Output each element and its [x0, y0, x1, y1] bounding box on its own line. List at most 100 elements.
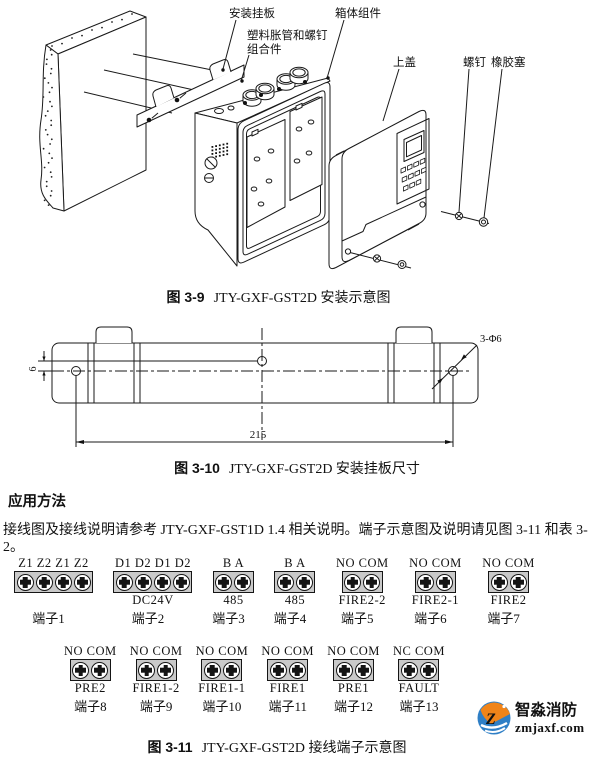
figure-39-number: 图 3-9	[166, 289, 205, 305]
figure-310-number: 图 3-10	[174, 460, 220, 476]
box-assembly	[194, 66, 331, 267]
terminal-pin-labels: B A	[222, 556, 245, 570]
wall	[39, 10, 147, 212]
terminal-function-label: FAULT	[398, 681, 440, 695]
terminal-pin-labels: NO COM	[409, 556, 462, 570]
terminal-pin-labels: NO COM	[64, 644, 117, 658]
screw-head-icon	[509, 573, 527, 591]
terminal-function-label	[52, 594, 56, 607]
terminal-pin-labels: Z1 Z2 Z1 Z2	[18, 556, 89, 570]
screw-cross-v	[122, 576, 127, 588]
dim-width-215: 215	[75, 376, 454, 447]
plate-outline	[51, 326, 479, 404]
label-box: 箱体组件	[335, 6, 381, 20]
label-rubber-plug: 橡胶塞	[491, 55, 526, 69]
terminal-screw-strip	[113, 571, 193, 593]
screw-head-icon	[335, 661, 353, 679]
terminal-function-label: DC24V	[132, 593, 174, 607]
screw-head-icon	[419, 661, 437, 679]
lcd-display	[403, 130, 425, 162]
terminal-screw-strip	[333, 659, 375, 681]
screw-cross-v	[426, 664, 431, 676]
screw-head-icon	[157, 661, 175, 679]
terminal-pin-labels: NC COM	[392, 644, 445, 658]
screw-cross-v	[369, 576, 375, 588]
screw-head-icon	[73, 573, 91, 591]
terminal-number: 端子5	[341, 611, 374, 626]
terminal-pin-labels: NO COM	[195, 644, 249, 658]
screw-head-icon	[276, 573, 294, 591]
screw-cross-v	[221, 576, 227, 588]
terminal-number: 端子2	[131, 611, 165, 626]
screw-cross-v	[360, 664, 366, 676]
terminal-number: 端子11	[268, 699, 307, 714]
inner-panel-right	[289, 96, 323, 201]
watermark-logo: Z 智淼消防 zmjaxf.com	[477, 700, 584, 735]
screw-cross-v	[79, 576, 85, 588]
terminal-number: 端子6	[414, 611, 447, 626]
center-lines	[52, 328, 471, 440]
part-labels: 安装挂板 塑料胀管和螺钉 组合件 箱体组件 上盖 螺钉 橡胶塞	[221, 6, 526, 219]
terminal-pin-labels: B A	[284, 556, 306, 570]
svg-text:Z: Z	[485, 711, 496, 728]
terminal-function-label: PRE1	[337, 681, 370, 695]
terminal-number: 端子8	[74, 699, 107, 714]
screw-head-icon	[72, 661, 90, 679]
speaker-grille	[211, 142, 229, 159]
logo-icon: Z	[477, 701, 511, 735]
screw-head-icon	[400, 661, 418, 679]
terminal-screw-strip	[69, 659, 111, 681]
terminal-pin-labels: NO COM	[327, 644, 380, 658]
screw-head-icon	[35, 573, 53, 591]
terminal-number: 端子13	[399, 699, 439, 714]
screw-head-icon	[288, 661, 306, 679]
screw-cross-v	[60, 576, 66, 588]
screw-cross-v	[407, 664, 412, 676]
terminal-screw-strip	[14, 571, 93, 593]
label-screw: 螺钉	[463, 56, 486, 69]
screw-cross-v	[350, 576, 356, 588]
terminal-block: NO COM PRE1 端子12	[327, 644, 380, 715]
screw-cross-v	[97, 664, 103, 676]
terminal-number: 端子12	[334, 699, 374, 714]
terminal-pin-labels: D1 D2 D1 D2	[114, 556, 191, 570]
section-heading: 应用方法	[8, 494, 66, 510]
terminal-number: 端子7	[487, 611, 520, 626]
logo-brand: 智淼消防	[515, 700, 578, 719]
terminal-screw-strip	[212, 571, 254, 593]
screw-cross-v	[423, 576, 429, 588]
screw-head-icon	[153, 573, 171, 591]
screw-head-icon	[363, 573, 381, 591]
cable-glands	[242, 66, 309, 107]
screw-cross-v	[78, 664, 84, 676]
right-screw-assembly	[440, 211, 490, 227]
terminal-function-label: 485	[223, 593, 244, 607]
screw-cross-v	[341, 664, 347, 676]
screw-cross-v	[229, 664, 234, 676]
dim-offset-6: 6	[28, 351, 57, 381]
screw-head-icon	[234, 573, 252, 591]
screw-head-icon	[203, 661, 221, 679]
terminal-block: D1 D2 D1 D2 DC24V 端子2	[113, 556, 193, 627]
screw-head-icon	[172, 573, 190, 591]
terminal-function-label: FIRE1	[269, 681, 306, 695]
screw-head-icon	[16, 573, 34, 591]
screw-cross-v	[210, 664, 215, 676]
screw-cross-v	[160, 576, 165, 588]
terminal-pin-labels: NO COM	[335, 556, 389, 570]
panel-standoffs	[250, 119, 315, 207]
figure-311-number: 图 3-11	[147, 739, 193, 755]
screw-head-icon	[222, 661, 240, 679]
screw-cross-v	[442, 576, 448, 588]
screw-head-icon	[417, 573, 435, 591]
label-cover: 上盖	[393, 55, 416, 69]
